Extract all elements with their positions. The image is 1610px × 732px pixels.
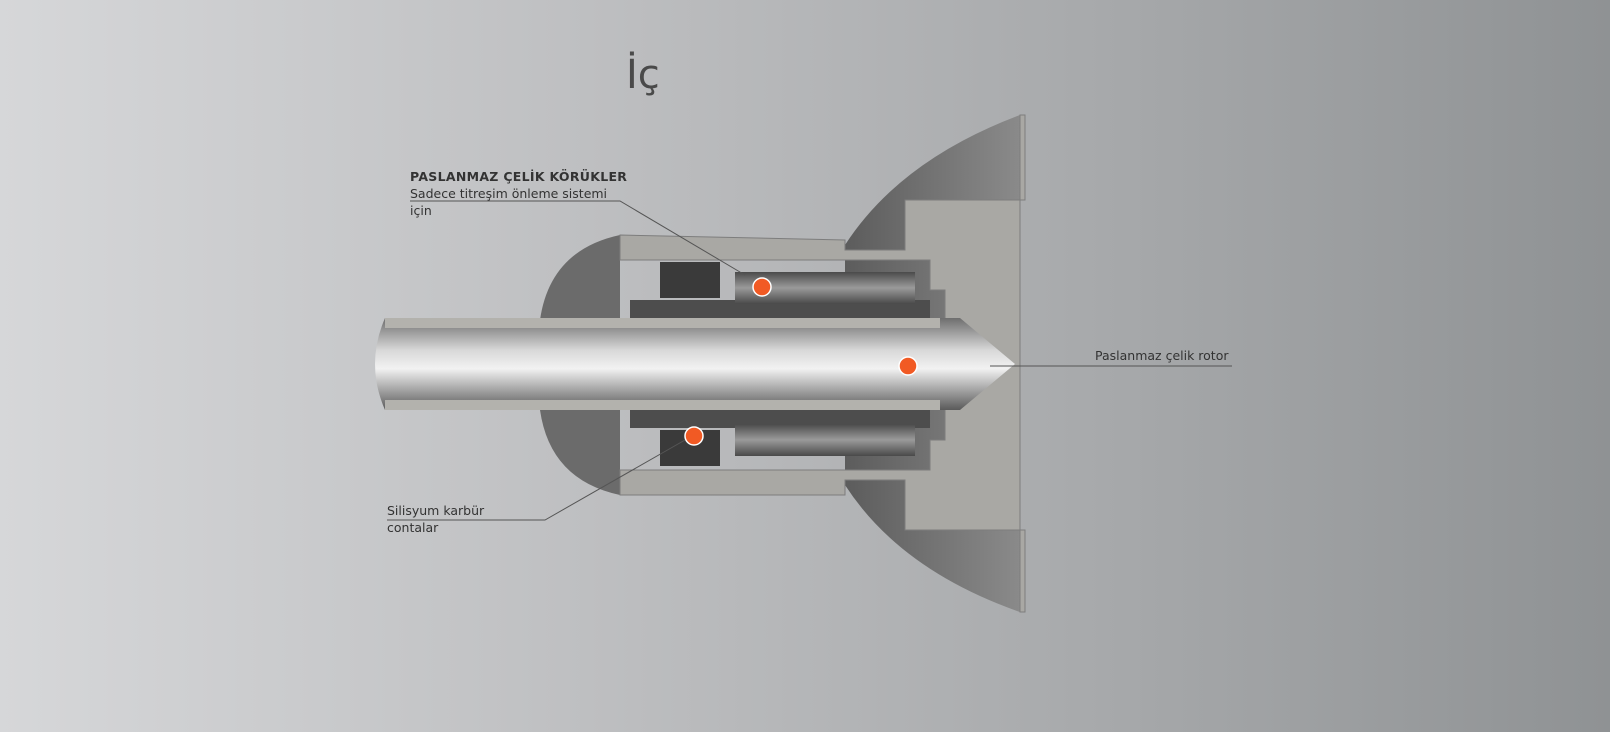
callout-bellows: PASLANMAZ ÇELİK KÖRÜKLER Sadece titreşim… bbox=[410, 168, 627, 219]
section-title: İç bbox=[626, 52, 660, 98]
shaft-sleeve-bottom bbox=[385, 400, 940, 410]
callout-bellows-line1: Sadece titreşim önleme sistemi bbox=[410, 186, 608, 201]
hotspot-bellows[interactable] bbox=[752, 277, 772, 297]
housing-section bbox=[619, 114, 1026, 613]
rotor-shaft bbox=[375, 318, 1015, 410]
callout-bellows-heading: PASLANMAZ ÇELİK KÖRÜKLER bbox=[410, 169, 628, 184]
hotspot-seals[interactable] bbox=[684, 426, 704, 446]
callout-seals: Silisyum karbür contalar bbox=[387, 502, 484, 536]
callout-rotor-text: Paslanmaz çelik rotor bbox=[1095, 348, 1229, 363]
leader-lines bbox=[387, 200, 1232, 521]
seal-top bbox=[660, 262, 720, 298]
hotspot-rotor[interactable] bbox=[898, 356, 918, 376]
shaft-sleeve-top bbox=[385, 318, 940, 328]
callout-bellows-line2: için bbox=[410, 203, 432, 218]
callout-seals-line2: contalar bbox=[387, 520, 439, 535]
callout-rotor: Paslanmaz çelik rotor bbox=[1095, 347, 1229, 364]
callout-seals-line1: Silisyum karbür bbox=[387, 503, 485, 518]
